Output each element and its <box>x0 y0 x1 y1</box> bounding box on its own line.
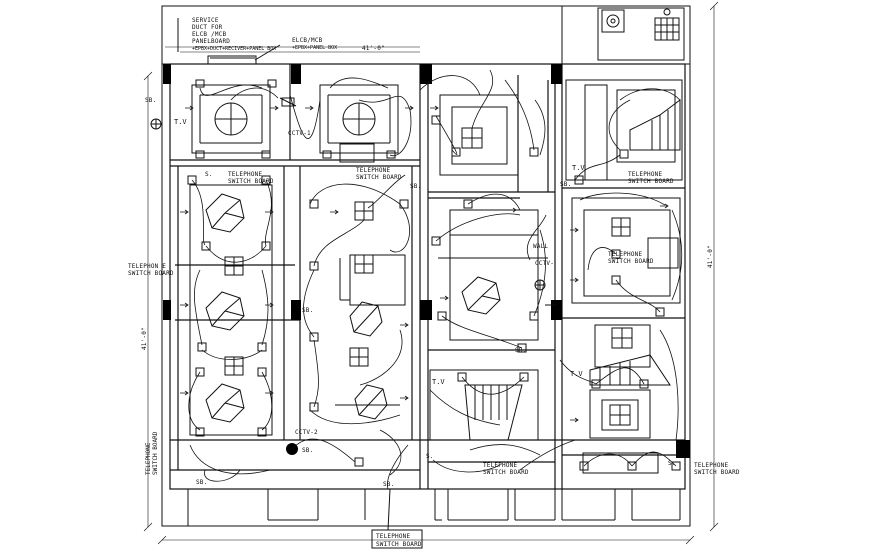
sb-label-1: SB. <box>145 97 156 104</box>
dimension-text: 41'-0" 41'-0" 41'-0" <box>141 45 714 350</box>
bathroom-top-right <box>597 7 685 61</box>
legend-line-4: PANELBOARD <box>192 38 230 45</box>
legend-line-2: DUCT FOR <box>192 24 223 31</box>
switch-board-bottom-label: SWITCH BOARD <box>376 541 422 548</box>
device-labels: T.V T.V T.V T.V SB. SB. SB. SB. SB. SB. … <box>145 97 676 488</box>
bottom-middle-room <box>429 369 539 441</box>
s-label-3: S. <box>668 460 676 467</box>
tsb-label-2a: TELEPHONE <box>356 167 390 174</box>
sb-label-3: SB. <box>302 447 313 454</box>
vertical-telephone-label: TELEPHONE <box>145 442 152 475</box>
sb-label-5: SB. <box>196 479 207 486</box>
walls <box>169 63 686 490</box>
callout-line-1: ELCB/MCB <box>292 37 323 44</box>
legend-line-1: SERVICE <box>192 17 219 24</box>
tsb-label-3b: SWITCH BOARD <box>628 178 674 185</box>
legend-line-3: ELCB /MCB <box>192 31 226 38</box>
ceiling-top-left <box>191 84 399 163</box>
wall-label: WALL <box>533 243 548 250</box>
dim-top: 41'-0" <box>362 45 385 52</box>
tsb-label-1b: SWITCH BOARD <box>228 178 274 185</box>
cctv2-label: CCTV-2 <box>295 429 318 436</box>
tv-label-2: T.V <box>572 164 585 172</box>
tv-label-1: T.V <box>174 118 187 126</box>
sb-label-4: SB. <box>410 183 421 190</box>
room-labels: TELEPHONE SWITCH BOARD TELEPHONE SWITCH … <box>128 167 740 548</box>
tsb-label-4b: SWITCH BOARD <box>608 258 654 265</box>
left-rooms-fans <box>189 184 273 436</box>
ceiling-top-middle <box>439 94 519 176</box>
cctv1-label: CCTV-1 <box>288 130 311 137</box>
bottom-right-room <box>582 324 671 474</box>
tsb-label-6b: SWITCH BOARD <box>694 469 740 476</box>
tv-label-3: T.V <box>432 378 445 386</box>
callout-line-2: +EPBX+PANEL BOX <box>292 45 337 51</box>
s-label-2: S. <box>426 453 434 460</box>
center-room <box>438 209 548 341</box>
legend-box <box>177 18 281 65</box>
tsb-label-2b: SWITCH BOARD <box>356 174 402 181</box>
dimension-lines <box>143 1 719 545</box>
fixtures <box>150 97 556 306</box>
telephone-label-box <box>371 529 423 549</box>
sb-label-7: SB. <box>560 181 571 188</box>
sb-label-6: SB. <box>383 481 394 488</box>
s-label-1: S. <box>205 171 213 178</box>
middle-rooms <box>335 201 406 420</box>
bottom-blocks <box>187 489 681 526</box>
telephone-c-label: TELEPHON E <box>128 263 166 270</box>
legend-line-5: +EPBX+DUCT+RECIVER+PANEL BOX <box>192 46 276 52</box>
bedroom-top-right <box>565 79 683 181</box>
vertical-switch-board-label: SWITCH BOARD <box>152 431 159 475</box>
sb-label-8: SB. <box>515 347 526 354</box>
telephone-bottom-label: TELEPHONE <box>376 533 410 540</box>
tsb-label-5b: SWITCH BOARD <box>483 469 529 476</box>
tsb-label-5a: TELEPHONE <box>483 462 517 469</box>
tv-label-4: T.V <box>570 370 583 378</box>
tsb-label-6a: TELEPHONE <box>694 462 728 469</box>
dim-right: 41'-0" <box>707 245 714 268</box>
cctv-label: CCTV- <box>535 260 554 267</box>
sb-label-2: SB. <box>302 307 313 314</box>
dim-left: 41'-0" <box>141 327 148 350</box>
switch-board-label-left: SWITCH BOARD <box>128 270 174 277</box>
switch-boxes <box>187 79 681 471</box>
legend-text: SERVICE DUCT FOR ELCB /MCB PANELBOARD +E… <box>192 17 337 52</box>
structural-columns <box>163 64 690 458</box>
tsb-label-3a: TELEPHONE <box>628 171 662 178</box>
tsb-label-4a: TELEPHONE <box>608 251 642 258</box>
arrows <box>180 105 669 423</box>
bedroom-right-middle <box>571 197 681 304</box>
sheet-border <box>161 5 691 527</box>
tsb-label-1a: TELEPHONE <box>228 171 262 178</box>
wiring <box>188 69 683 490</box>
